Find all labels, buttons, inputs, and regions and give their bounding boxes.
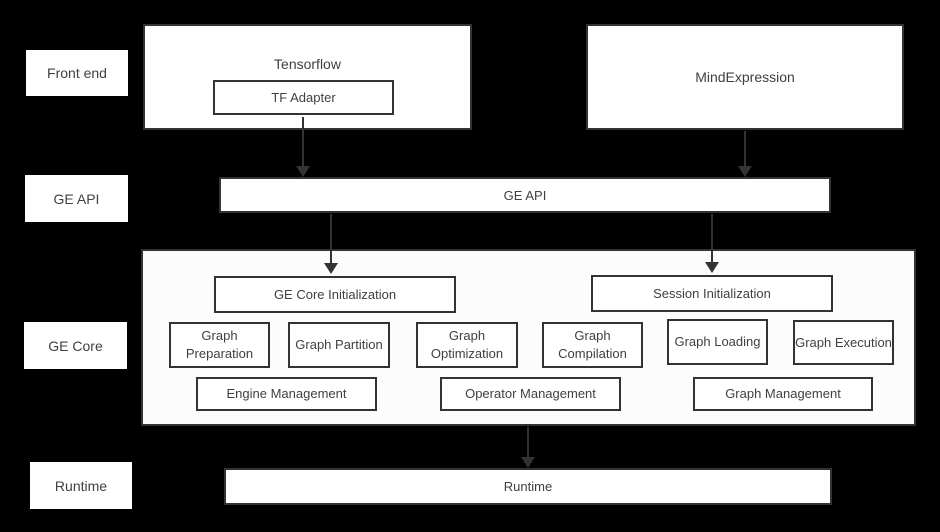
graph-management-box: Graph Management (693, 377, 873, 411)
tf-adapter-box: TF Adapter (213, 80, 394, 115)
layer-label-runtime: Runtime (30, 462, 132, 509)
tensorflow-box: Tensorflow TF Adapter (143, 24, 472, 130)
arrow-head-icon (324, 263, 338, 274)
runtime-label: Runtime (503, 479, 553, 494)
arrow-mindexpression-to-ge-api (738, 131, 752, 177)
mindexpression-label: MindExpression (695, 69, 795, 85)
operator-management-box: Operator Management (440, 377, 621, 411)
graph-management-label: Graph Management (725, 386, 841, 401)
graph-preparation-box: Graph Preparation (169, 322, 270, 368)
graph-optimization-label: Graph Optimization (430, 328, 504, 361)
ge-core-container: GE Core Initialization Session Initializ… (141, 249, 916, 426)
layer-label-text: Front end (47, 65, 107, 81)
graph-partition-box: Graph Partition (288, 322, 390, 368)
session-initialization-box: Session Initialization (591, 275, 833, 312)
arrow-shaft (527, 427, 529, 457)
tf-adapter-label: TF Adapter (271, 89, 336, 105)
ge-api-label: GE API (503, 187, 547, 203)
graph-compilation-box: Graph Compilation (542, 322, 643, 368)
arrow-shaft (744, 131, 746, 166)
arrow-ge-api-to-session-initialization (705, 214, 719, 273)
layer-label-text: GE Core (48, 337, 103, 354)
ge-core-initialization-label: GE Core Initialization (273, 286, 397, 302)
arrow-tf-adapter-to-ge-api (296, 117, 310, 177)
arrow-shaft (711, 214, 713, 262)
graph-loading-label: Graph Loading (674, 334, 761, 349)
runtime-bar: Runtime (224, 468, 832, 505)
operator-management-label: Operator Management (465, 386, 596, 401)
session-initialization-label: Session Initialization (653, 285, 771, 301)
layer-label-front-end: Front end (26, 50, 128, 96)
ge-core-initialization-box: GE Core Initialization (214, 276, 456, 313)
tensorflow-label: Tensorflow (274, 56, 341, 72)
arrow-shaft (330, 214, 332, 263)
engine-management-label: Engine Management (226, 386, 347, 401)
arrow-head-icon (738, 166, 752, 177)
graph-compilation-label: Graph Compilation (558, 328, 627, 361)
graph-execution-label: Graph Execution (795, 334, 892, 350)
arrow-ge-api-to-ge-core-initialization (324, 214, 338, 274)
arrow-head-icon (296, 166, 310, 177)
ge-api-bar: GE API (219, 177, 831, 213)
arrow-ge-core-to-runtime (521, 427, 535, 468)
graph-partition-label: Graph Partition (295, 337, 383, 352)
layer-label-text: Runtime (54, 477, 108, 494)
layer-label-text: GE API (53, 190, 100, 207)
graph-loading-box: Graph Loading (667, 319, 768, 365)
layer-label-ge-core: GE Core (24, 322, 127, 369)
graph-execution-box: Graph Execution (793, 320, 894, 365)
arrow-head-icon (521, 457, 535, 468)
mindexpression-box: MindExpression (586, 24, 904, 130)
layer-label-ge-api: GE API (25, 175, 128, 222)
arrow-head-icon (705, 262, 719, 273)
graph-optimization-box: Graph Optimization (416, 322, 518, 368)
arrow-shaft (302, 117, 304, 166)
engine-management-box: Engine Management (196, 377, 377, 411)
graph-preparation-label: Graph Preparation (185, 328, 254, 361)
